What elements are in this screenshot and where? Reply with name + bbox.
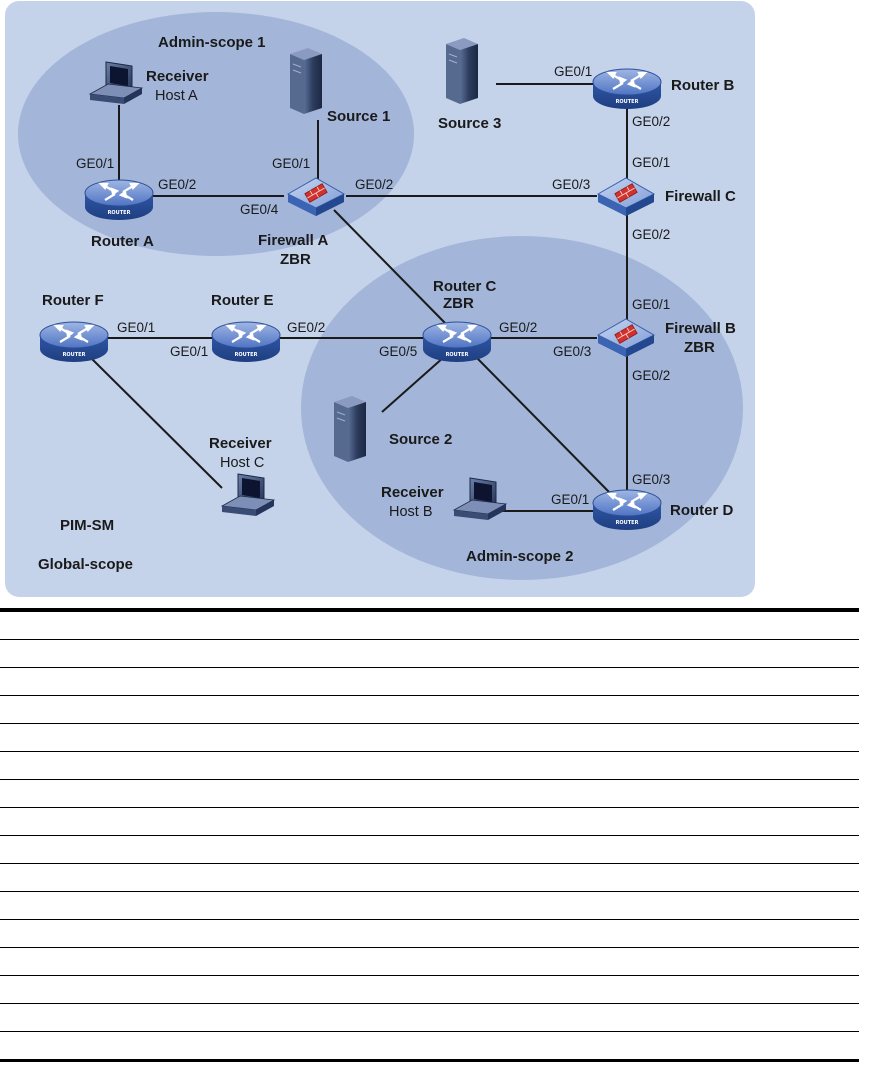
admin-scope-2-region	[301, 236, 743, 580]
table-row	[0, 752, 859, 780]
source-3-label: Source 3	[438, 115, 501, 132]
firewall-c-label: Firewall C	[665, 188, 736, 205]
router-f-label: Router F	[42, 292, 104, 309]
table-row	[0, 948, 859, 976]
port-label: GE0/1	[76, 156, 114, 171]
admin-scope-2-title: Admin-scope 2	[466, 548, 574, 565]
port-label: GE0/1	[272, 156, 310, 171]
firewall-b-role: ZBR	[684, 339, 715, 356]
link-routerf-hostc	[89, 356, 223, 489]
router-d-badge: ROUTER	[616, 520, 639, 526]
router-c-badge: ROUTER	[446, 352, 469, 358]
admin-scope-1-title: Admin-scope 1	[158, 34, 266, 51]
source-3-server-icon	[445, 37, 479, 105]
host-a-label: Receiver	[146, 68, 209, 85]
link-routerc-routerd	[475, 356, 611, 494]
host-a-sub-label: Host A	[155, 88, 198, 104]
router-e-icon: ROUTER	[210, 320, 282, 364]
table-row	[0, 808, 859, 836]
port-labels: GE0/1 GE0/2 GE0/1 GE0/4 GE0/2 GE0/3 GE0/…	[76, 64, 670, 507]
router-f-icon: ROUTER	[38, 320, 110, 364]
table-row	[0, 976, 859, 1004]
link-routerc-source2	[381, 356, 445, 413]
host-c-sub-label: Host C	[220, 455, 264, 471]
router-f-badge: ROUTER	[63, 352, 86, 358]
port-label: GE0/3	[553, 344, 591, 359]
router-c-label: Router C	[433, 278, 497, 295]
table-row	[0, 1004, 859, 1032]
source-2-server-icon	[333, 395, 367, 463]
port-label: GE0/2	[287, 320, 325, 335]
router-b-label: Router B	[671, 77, 735, 94]
table-row	[0, 864, 859, 892]
global-scope-label: Global-scope	[38, 556, 133, 573]
host-b-label: Receiver	[381, 484, 444, 501]
table-row	[0, 892, 859, 920]
table-row	[0, 668, 859, 696]
empty-table	[0, 608, 859, 1062]
source-1-server-icon	[289, 47, 323, 115]
port-label: GE0/3	[632, 472, 670, 487]
router-d-label: Router D	[670, 502, 734, 519]
protocol-label: PIM-SM	[60, 517, 114, 534]
router-e-label: Router E	[211, 292, 274, 309]
port-label: GE0/1	[170, 344, 208, 359]
network-links	[89, 83, 628, 512]
source-2-label: Source 2	[389, 431, 452, 448]
router-a-icon: ROUTER	[83, 178, 155, 222]
port-label: GE0/1	[632, 155, 670, 170]
router-a-label: Router A	[91, 233, 154, 250]
table-row	[0, 920, 859, 948]
firewall-a-role: ZBR	[280, 251, 311, 268]
port-label: GE0/2	[499, 320, 537, 335]
link-firewalla-routerc	[333, 209, 447, 325]
table-row	[0, 780, 859, 808]
router-a-badge: ROUTER	[108, 210, 131, 216]
network-topology-diagram: ROUTER ROUTER ROUTER ROUTER ROUTER ROUTE…	[5, 1, 755, 597]
router-c-role: ZBR	[443, 295, 474, 312]
port-label: GE0/1	[554, 64, 592, 79]
port-label: GE0/3	[552, 177, 590, 192]
source-1-label: Source 1	[327, 108, 390, 125]
router-c-icon: ROUTER	[421, 320, 493, 364]
router-b-badge: ROUTER	[616, 99, 639, 105]
table-row	[0, 696, 859, 724]
table-row	[0, 640, 859, 668]
firewall-a-label: Firewall A	[258, 232, 328, 249]
port-label: GE0/2	[632, 114, 670, 129]
port-label: GE0/2	[158, 177, 196, 192]
port-label: GE0/2	[632, 368, 670, 383]
port-label: GE0/2	[355, 177, 393, 192]
table-row	[0, 1032, 859, 1062]
router-b-icon: ROUTER	[591, 67, 663, 111]
router-d-icon: ROUTER	[591, 488, 663, 532]
table-row	[0, 836, 859, 864]
table-row	[0, 724, 859, 752]
port-label: GE0/2	[632, 227, 670, 242]
host-b-sub-label: Host B	[389, 504, 433, 520]
port-label: GE0/4	[240, 202, 279, 217]
firewall-b-label: Firewall B	[665, 320, 736, 337]
table-rows	[0, 612, 859, 1062]
port-label: GE0/1	[117, 320, 155, 335]
port-label: GE0/1	[632, 297, 670, 312]
table-top-rule	[0, 608, 859, 612]
router-e-badge: ROUTER	[235, 352, 258, 358]
host-c-label: Receiver	[209, 435, 272, 452]
port-label: GE0/5	[379, 344, 417, 359]
table-row	[0, 612, 859, 640]
port-label: GE0/1	[551, 492, 589, 507]
